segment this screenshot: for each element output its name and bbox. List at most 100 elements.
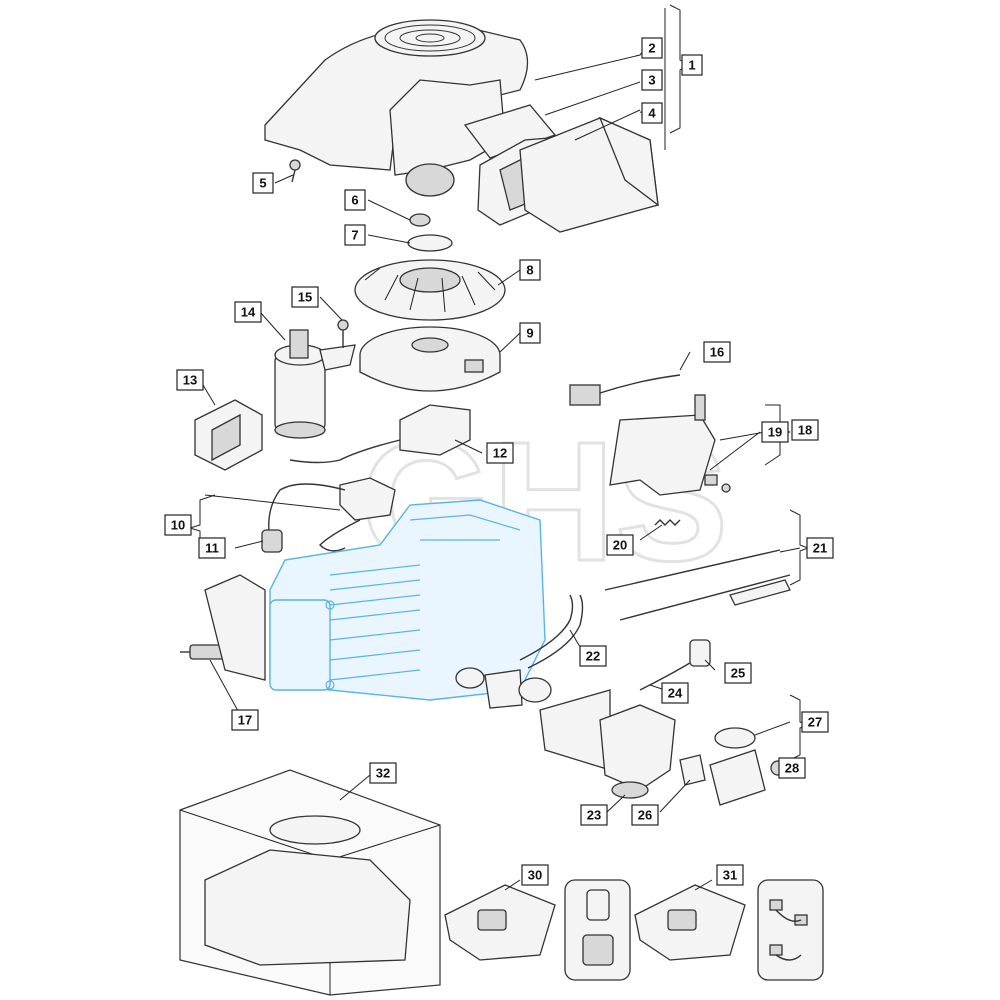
callout-box [252, 172, 274, 194]
callout-box [641, 102, 663, 124]
callout-box [703, 341, 731, 363]
callout-box [486, 442, 514, 464]
callout-number: 17 [238, 713, 252, 728]
cooling-fan [354, 259, 506, 321]
callout-number: 11 [205, 541, 219, 556]
callout-28: 28 [778, 757, 806, 779]
callout-number: 16 [710, 345, 724, 360]
callout-number: 2 [648, 41, 655, 56]
carburetor-gasket [679, 754, 706, 786]
callout-2: 2 [641, 37, 663, 59]
engine-block [269, 499, 546, 701]
throttle-control-bracket [609, 394, 716, 496]
callout-number: 7 [351, 228, 358, 243]
ignition-coil [261, 477, 396, 553]
callout-box [231, 709, 259, 731]
blower-housing [264, 19, 529, 197]
callout-number: 20 [613, 538, 627, 553]
callout-13: 13 [176, 369, 204, 391]
callout-number: 26 [638, 808, 652, 823]
callout-8: 8 [519, 259, 541, 281]
rectifier [194, 399, 263, 471]
callout-box [579, 645, 607, 667]
callout-21: 21 [806, 537, 834, 559]
callout-box [681, 54, 703, 76]
callout-box [344, 189, 366, 211]
callout-16: 16 [703, 341, 731, 363]
screw-5 [289, 159, 301, 183]
callout-3: 3 [641, 69, 663, 91]
callout-box [641, 37, 663, 59]
callout-24: 24 [661, 682, 689, 704]
callout-box [369, 762, 397, 784]
callout-15: 15 [291, 286, 319, 308]
callout-number: 23 [587, 808, 601, 823]
callout-number: 13 [183, 373, 197, 388]
callout-number: 32 [376, 766, 390, 781]
callout-number: 27 [808, 715, 822, 730]
callout-number: 15 [298, 290, 312, 305]
callout-number: 5 [259, 176, 266, 191]
callout-number: 18 [798, 423, 812, 438]
callout-18: 18 [791, 419, 819, 441]
spark-plug [180, 644, 226, 660]
bracket-screw [704, 474, 731, 493]
callout-12: 12 [486, 442, 514, 464]
callout-box [801, 711, 829, 733]
fan-grille-icon [384, 24, 476, 52]
callout-10: 10 [164, 514, 192, 536]
wire-harness-connector [569, 374, 681, 406]
callout-23: 23 [580, 804, 608, 826]
carburetor [599, 704, 676, 799]
flywheel-washer [407, 234, 453, 252]
air-intake-elbow [709, 727, 766, 806]
callout-5: 5 [252, 172, 274, 194]
complete-engine-box [179, 769, 441, 996]
callout-17: 17 [231, 709, 259, 731]
callout-number: 30 [528, 868, 542, 883]
callout-number: 24 [668, 686, 683, 701]
callout-box [519, 259, 541, 281]
callout-26: 26 [631, 804, 659, 826]
flywheel [359, 326, 501, 392]
callout-box [344, 224, 366, 246]
callout-27: 27 [801, 711, 829, 733]
fuel-filter [689, 639, 711, 667]
callout-box [791, 419, 819, 441]
callout-number: 14 [241, 305, 256, 320]
callout-19: 19 [761, 421, 789, 443]
callout-9: 9 [519, 322, 541, 344]
callout-6: 6 [344, 189, 366, 211]
kit-contents-31 [757, 879, 824, 981]
parts-bag-30 [444, 884, 556, 961]
callout-box [761, 421, 789, 443]
carburetor-plate [539, 689, 611, 771]
callout-31: 31 [716, 864, 744, 886]
callout-number: 10 [171, 518, 185, 533]
callout-number: 1 [688, 58, 695, 73]
callout-box [234, 301, 262, 323]
callout-number: 3 [648, 73, 655, 88]
parts-bag-31 [634, 884, 746, 961]
callout-box [716, 864, 744, 886]
callout-box [724, 662, 752, 684]
callout-number: 31 [723, 868, 737, 883]
callout-box [164, 514, 192, 536]
air-filter-pre-filter [463, 104, 557, 159]
callout-number: 22 [586, 649, 600, 664]
callout-box [519, 322, 541, 344]
callout-11: 11 [198, 537, 226, 559]
callout-14: 14 [234, 301, 262, 323]
callout-box [641, 69, 663, 91]
intake-gaskets [455, 667, 552, 709]
callout-box [661, 682, 689, 704]
callout-number: 21 [813, 541, 827, 556]
callout-box [806, 537, 834, 559]
callout-30: 30 [521, 864, 549, 886]
callout-7: 7 [344, 224, 366, 246]
callout-number: 25 [731, 666, 745, 681]
governor-spring [654, 519, 681, 526]
callout-32: 32 [369, 762, 397, 784]
